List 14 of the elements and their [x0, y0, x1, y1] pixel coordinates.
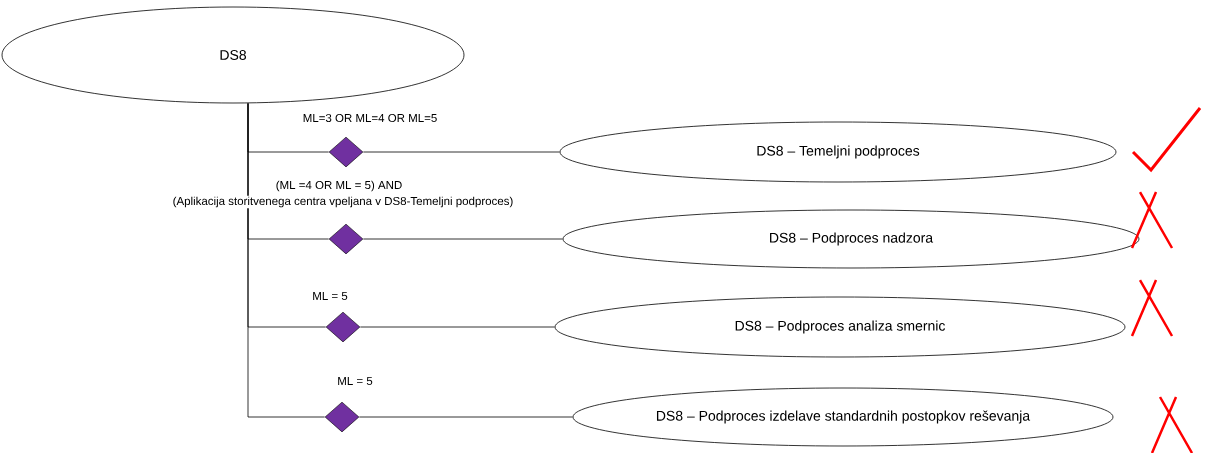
condition-label: (ML =4 OR ML = 5) AND: [274, 179, 404, 193]
condition-label: ML=3 OR ML=4 OR ML=5: [301, 112, 439, 124]
condition-label: ML = 5: [311, 291, 349, 301]
decision-diamond: [324, 401, 360, 433]
condition-label: (Aplikacija storitvenega centra vpeljana v DS8-Temeljni podproces): [171, 195, 515, 209]
decision-diamond: [328, 223, 364, 255]
decision-diamond: [328, 136, 364, 168]
connector-line: [247, 103, 326, 418]
connector-line: [358, 416, 573, 418]
condition-label: ML = 5: [336, 376, 374, 386]
decision-diamond: [325, 311, 361, 343]
connector-line: [362, 151, 560, 153]
connector-line: [359, 326, 555, 328]
connector-line: [362, 238, 563, 240]
